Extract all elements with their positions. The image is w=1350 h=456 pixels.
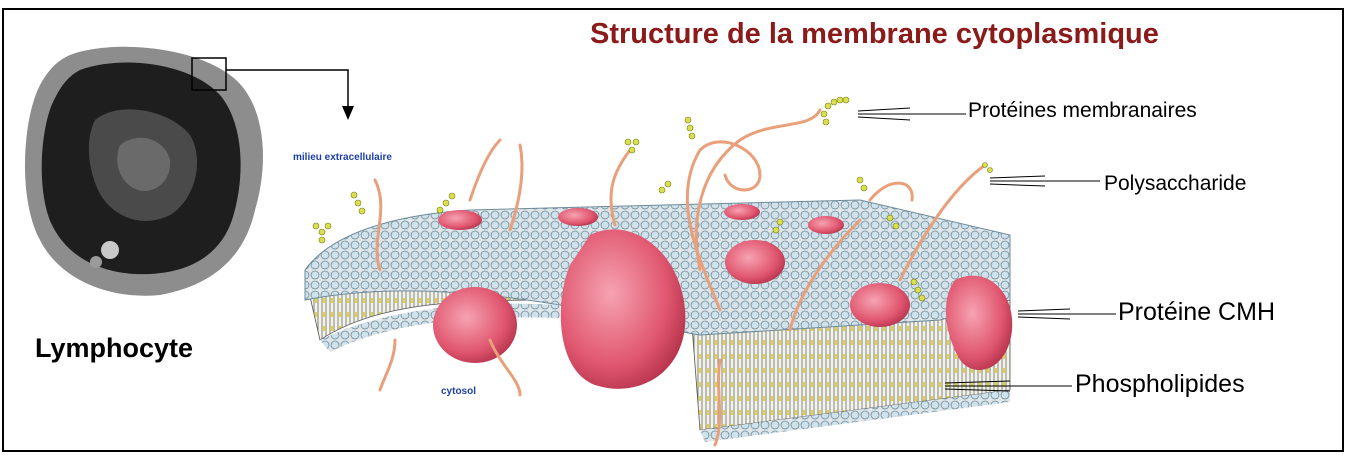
- mhc-protein-label: Protéine CMH: [1118, 298, 1275, 327]
- phospholipids-label: Phospholipides: [1075, 370, 1245, 399]
- lymphocyte-label: Lymphocyte: [35, 333, 193, 364]
- figure-title: Structure de la membrane cytoplasmique: [590, 18, 1159, 51]
- extracellular-label: milieu extracellulaire: [293, 152, 392, 163]
- membrane-proteins-label: Protéines membranaires: [968, 99, 1197, 123]
- lymphocyte-micrograph: [25, 47, 263, 296]
- cytosol-label: cytosol: [441, 386, 476, 397]
- polysaccharide-label: Polysaccharide: [1104, 172, 1246, 196]
